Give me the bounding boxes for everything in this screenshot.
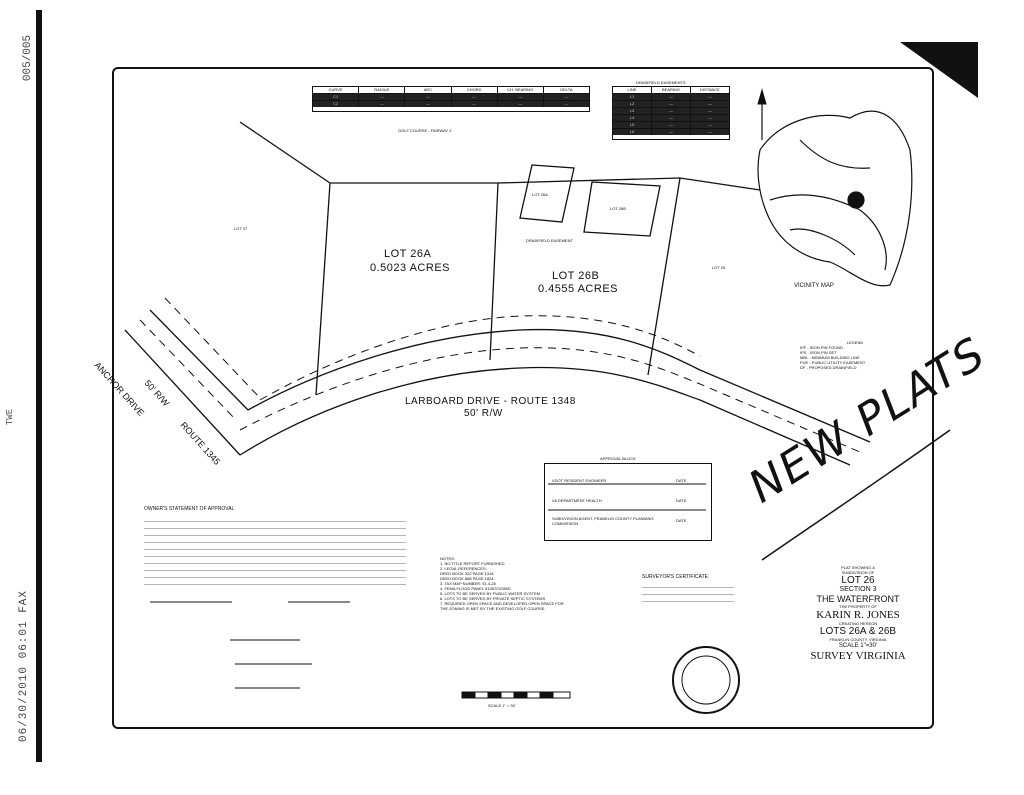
surveyors-certificate-body	[642, 584, 734, 608]
approval-health: VA DEPARTMENT HEALTH	[552, 498, 602, 503]
approval-vdot: VDOT RESIDENT ENGINEER	[552, 478, 607, 483]
legend: LEGEND IPF - IRON PIN FOUND IPS - IRON P…	[800, 340, 910, 370]
note-item: 2. LEGAL REFERENCES:	[440, 566, 487, 571]
title-lot: LOT 26	[841, 575, 875, 586]
lot26b-small-label: LOT 26B	[610, 206, 626, 211]
plat-sheet	[112, 67, 934, 729]
title-owner: KARIN R. JONES	[816, 609, 900, 621]
legend-item: MBL - MINIMUM BUILDING LINE	[800, 355, 860, 360]
owners-statement-title: OWNER'S STATEMENT OF APPROVAL	[144, 506, 235, 512]
title-section: SECTION 3	[839, 586, 877, 593]
owners-statement-body	[144, 518, 406, 588]
title-line: FRANKLIN COUNTY, VIRGINIA	[829, 637, 887, 642]
drainfield-easement-label: DRAINFIELD EASEMENT	[526, 238, 573, 243]
approval-subdivision: SUBDIVISION AGENT, FRANKLIN COUNTY PLANN…	[552, 516, 654, 526]
surveyor-seal	[673, 647, 739, 713]
notes-block: NOTES: 1. NO TITLE REPORT FURNISHED 2. L…	[440, 556, 620, 611]
corner-mark	[900, 42, 978, 98]
note-item: 5. LOTS TO BE SERVED BY PUBLIC WATER SYS…	[440, 591, 540, 596]
lot26a-acres: 0.5023 ACRES	[370, 262, 450, 274]
title-subdivision: THE WATERFRONT	[816, 594, 900, 604]
scale-label: SCALE 1" = 30'	[488, 703, 516, 708]
notes-title: NOTES:	[440, 556, 455, 561]
larboard-rw-label: 50' R/W	[464, 408, 503, 419]
approval-block	[544, 463, 712, 541]
legend-item: IPF - IRON PIN FOUND	[800, 345, 843, 350]
note-item: DEED BOOK 322 PAGE 1318	[440, 571, 494, 576]
drainfield-easements-title: DRAINFIELD EASEMENTS	[636, 80, 686, 85]
approval-vdot-date: DATE	[676, 478, 687, 483]
larboard-drive-label: LARBOARD DRIVE - ROUTE 1348	[405, 396, 576, 407]
title-line: SUBDIVISION OF	[841, 570, 875, 575]
title-line: CREATING HEREON	[838, 621, 878, 626]
legend-item: DF - PROPOSED DRAINFIELD	[800, 365, 857, 370]
lot26a-small-label: LOT 26A	[532, 192, 548, 197]
legend-item: PUE - PUBLIC UTILITY EASEMENT	[800, 360, 866, 365]
golf-course-label: GOLF COURSE - FAIRWAY 2	[398, 128, 452, 133]
note-item: 6. LOTS TO BE SERVED BY PRIVATE SEPTIC S…	[440, 596, 546, 601]
note-item: 4. FEMA FLOOD PANEL 51067C0350D	[440, 586, 511, 591]
approval-health-date: DATE	[676, 498, 687, 503]
lot27-label: LOT 27	[234, 226, 248, 231]
legend-item: IPS - IRON PIN SET	[800, 350, 837, 355]
legend-title: LEGEND	[846, 340, 864, 345]
title-survey-company: SURVEY VIRGINIA	[810, 650, 906, 662]
approval-block-title: APPROVAL BLOCK	[600, 456, 636, 461]
approval-subdivision-date: DATE	[676, 518, 687, 523]
title-line: PLAT SHOWING A	[841, 565, 875, 570]
note-item: THE ZONING IS MET BY THE EXISTING GOLF C…	[440, 606, 546, 611]
north-arrow-icon	[756, 88, 768, 142]
lot25-label: LOT 25	[712, 265, 726, 270]
note-item: DEED BOOK 888 PAGE 1824	[440, 576, 494, 581]
title-block: PLAT SHOWING A SUBDIVISION OF LOT 26 SEC…	[792, 565, 924, 662]
note-item: 1. NO TITLE REPORT FURNISHED	[440, 561, 505, 566]
lot26b-title: LOT 26B	[552, 270, 600, 282]
vicinity-map-label: VICINITY MAP	[794, 283, 834, 289]
lot26a-title: LOT 26A	[384, 248, 432, 260]
title-scale: SCALE 1"=30'	[838, 643, 878, 649]
surveyors-certificate-title: SURVEYOR'S CERTIFICATE	[642, 574, 708, 580]
note-item: 7. REQUIRED OPEN SPACE AND DEVELOPED OPE…	[440, 601, 564, 606]
binder-strip	[36, 10, 42, 762]
title-line: THE PROPERTY OF	[839, 604, 877, 609]
note-item: 3. TAX MAP NUMBER: 51.4-26	[440, 581, 496, 586]
title-lots: LOTS 26A & 26B	[819, 626, 897, 637]
lot26b-acres: 0.4555 ACRES	[538, 283, 618, 295]
